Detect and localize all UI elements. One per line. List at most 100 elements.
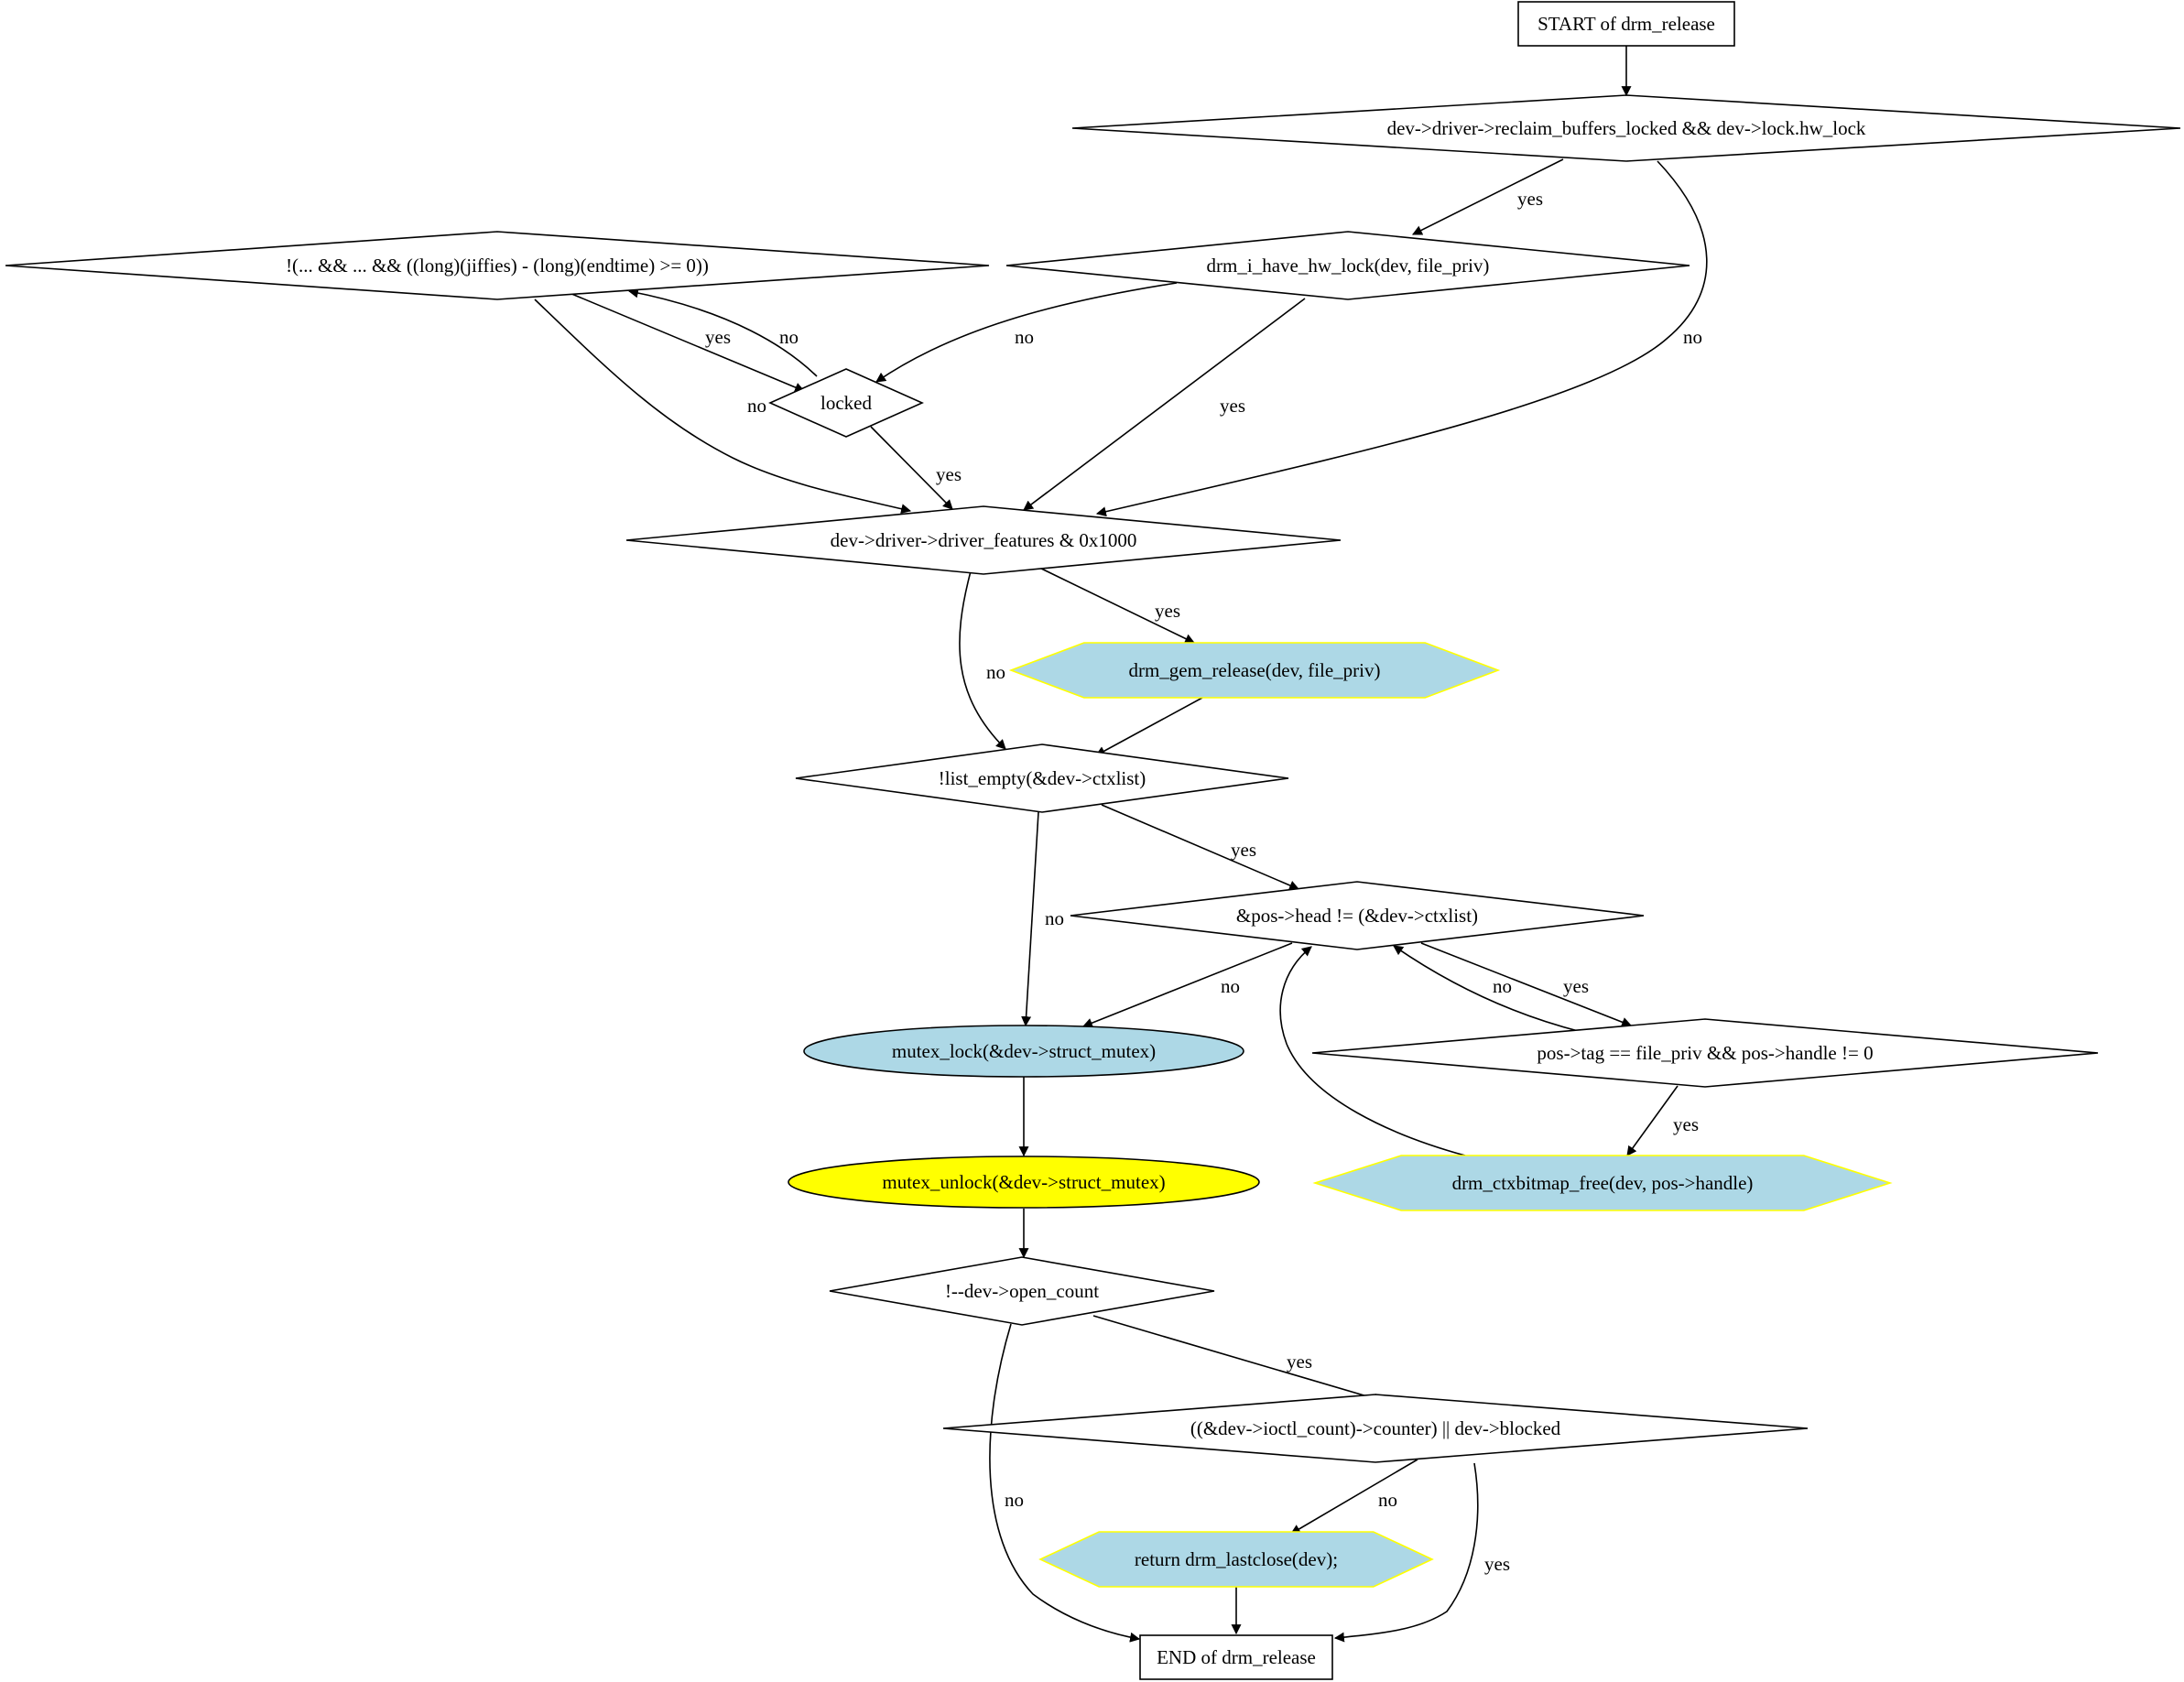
hexagon-shape xyxy=(1008,642,1501,699)
node-d_features: dev->driver->driver_features & 0x1000 xyxy=(625,505,1342,575)
edge-line xyxy=(1412,158,1564,235)
decision-diamond-shape xyxy=(829,1256,1215,1326)
edge-d_features-to-n_gem: yes xyxy=(1035,565,1195,644)
decision-diamond-shape xyxy=(1071,94,2181,162)
edge-line xyxy=(1095,697,1203,756)
ellipse-shape xyxy=(788,1156,1260,1209)
node-label: mutex_lock(&dev->struct_mutex) xyxy=(892,1040,1156,1062)
decision-diamond-shape xyxy=(795,743,1289,813)
node-label: dev->driver->reclaim_buffers_locked && d… xyxy=(1387,117,1866,139)
edge-label-no: no xyxy=(986,661,1005,683)
edge-label-yes: yes xyxy=(1563,975,1589,997)
decision-diamond-shape xyxy=(942,1394,1809,1463)
node-label: return drm_lastclose(dev); xyxy=(1135,1548,1338,1570)
edge-label-no: no xyxy=(779,326,799,348)
node-d_havelock: drm_i_have_hw_lock(dev, file_priv) xyxy=(1005,231,1690,300)
edge-line xyxy=(870,426,953,510)
node-n_lastclose: return drm_lastclose(dev); xyxy=(1038,1531,1434,1588)
node-d_postag: pos->tag == file_priv && pos->handle != … xyxy=(1311,1018,2099,1088)
decision-diamond-shape xyxy=(1070,881,1645,950)
decision-diamond-shape xyxy=(625,505,1342,575)
node-n_mutexunlock: mutex_unlock(&dev->struct_mutex) xyxy=(788,1156,1260,1209)
edge-line xyxy=(1279,946,1466,1156)
ellipse-shape xyxy=(803,1025,1244,1078)
node-d_jiffies: !(... && ... && ((long)(jiffies) - (long… xyxy=(5,231,990,300)
edge-line xyxy=(627,288,818,377)
node-label: !(... && ... && ((long)(jiffies) - (long… xyxy=(286,255,709,277)
edge-d_locked-to-d_jiffies: no xyxy=(627,288,818,377)
edge-label-no: no xyxy=(1005,1489,1024,1511)
edge-label-yes: yes xyxy=(1517,188,1543,210)
edge-label-no: no xyxy=(1683,326,1702,348)
node-d_locked: locked xyxy=(768,368,924,438)
node-d_opencount: !--dev->open_count xyxy=(829,1256,1215,1326)
edge-line xyxy=(989,1323,1141,1643)
edge-d_jiffies-to-d_features: no xyxy=(534,298,912,515)
edge-d_reclaim-to-d_features: no xyxy=(1095,160,1708,517)
edge-line xyxy=(1021,811,1039,1027)
edge-line xyxy=(1101,804,1300,891)
node-n_ctxbitmap: drm_ctxbitmap_free(dev, pos->handle) xyxy=(1312,1155,1893,1211)
edge-line xyxy=(1626,1085,1679,1156)
edge-line xyxy=(1095,160,1708,517)
edge-line xyxy=(534,298,912,515)
node-label: dev->driver->driver_features & 0x1000 xyxy=(831,529,1137,551)
node-label: !--dev->open_count xyxy=(945,1280,1099,1302)
edge-label-yes: yes xyxy=(1231,839,1256,861)
edge-line xyxy=(1023,298,1306,511)
edge-label-yes: yes xyxy=(1484,1553,1510,1575)
node-label: &pos->head != (&dev->ctxlist) xyxy=(1236,905,1478,927)
edge-line xyxy=(1290,1459,1418,1535)
edge-label-no: no xyxy=(1015,326,1034,348)
decision-diamond-shape xyxy=(1005,231,1690,300)
edge-label-yes: yes xyxy=(705,326,731,348)
edge-label-no: no xyxy=(1221,975,1240,997)
node-label: END of drm_release xyxy=(1157,1646,1316,1668)
edge-line xyxy=(1081,942,1293,1028)
node-n_gem: drm_gem_release(dev, file_priv) xyxy=(1008,642,1501,699)
node-layer: START of drm_release dev->driver->reclaim… xyxy=(5,1,2181,1680)
edge-line xyxy=(959,570,1006,750)
edge-n_gem-to-d_listempty xyxy=(1095,697,1203,756)
edge-d_locked-to-d_features: yes xyxy=(870,426,962,510)
edge-line xyxy=(1393,945,1582,1033)
edge-label-yes: yes xyxy=(1673,1113,1699,1135)
node-d_poshead: &pos->head != (&dev->ctxlist) xyxy=(1070,881,1645,950)
node-label: drm_i_have_hw_lock(dev, file_priv) xyxy=(1207,255,1490,277)
edge-label-no: no xyxy=(1378,1489,1397,1511)
node-label: START of drm_release xyxy=(1537,13,1715,35)
node-label: mutex_unlock(&dev->struct_mutex) xyxy=(882,1171,1165,1193)
node-d_reclaim: dev->driver->reclaim_buffers_locked && d… xyxy=(1071,94,2181,162)
edge-d_ioctl-to-end: yes xyxy=(1333,1462,1510,1643)
edge-d_havelock-to-d_features: yes xyxy=(1023,298,1306,511)
node-label: !list_empty(&dev->ctxlist) xyxy=(939,767,1146,789)
hexagon-shape xyxy=(1038,1531,1434,1588)
node-label: locked xyxy=(820,392,872,414)
node-end: END of drm_release xyxy=(1139,1634,1333,1680)
edge-label-no: no xyxy=(747,395,766,417)
node-label: drm_gem_release(dev, file_priv) xyxy=(1128,659,1380,681)
edge-line xyxy=(1092,1315,1385,1404)
edge-label-yes: yes xyxy=(1287,1351,1312,1373)
node-label: ((&dev->ioctl_count)->counter) || dev->b… xyxy=(1190,1417,1561,1439)
node-n_mutexlock: mutex_lock(&dev->struct_mutex) xyxy=(803,1025,1244,1078)
edge-label-yes: yes xyxy=(1220,395,1245,417)
decision-diamond-shape xyxy=(768,368,924,438)
edge-line xyxy=(1420,942,1633,1027)
node-label: drm_ctxbitmap_free(dev, pos->handle) xyxy=(1452,1172,1754,1194)
edge-d_listempty-to-n_mutexlock: no xyxy=(1021,811,1064,1027)
box-shape xyxy=(1139,1634,1333,1680)
edge-d_poshead-to-n_mutexlock: no xyxy=(1081,942,1293,1028)
node-start: START of drm_release xyxy=(1517,1,1735,47)
edge-d_jiffies-to-d_locked: yes xyxy=(569,292,806,393)
edge-n_ctxbitmap-to-d_poshead xyxy=(1279,946,1466,1156)
box-shape xyxy=(1517,1,1735,47)
edge-d_postag-to-n_ctxbitmap: yes xyxy=(1626,1085,1699,1156)
edge-d_opencount-to-end: no xyxy=(989,1323,1141,1643)
edge-line xyxy=(875,282,1178,383)
edge-line xyxy=(1035,565,1195,644)
edge-label-no: no xyxy=(1493,975,1512,997)
edge-label-no: no xyxy=(1045,907,1064,929)
